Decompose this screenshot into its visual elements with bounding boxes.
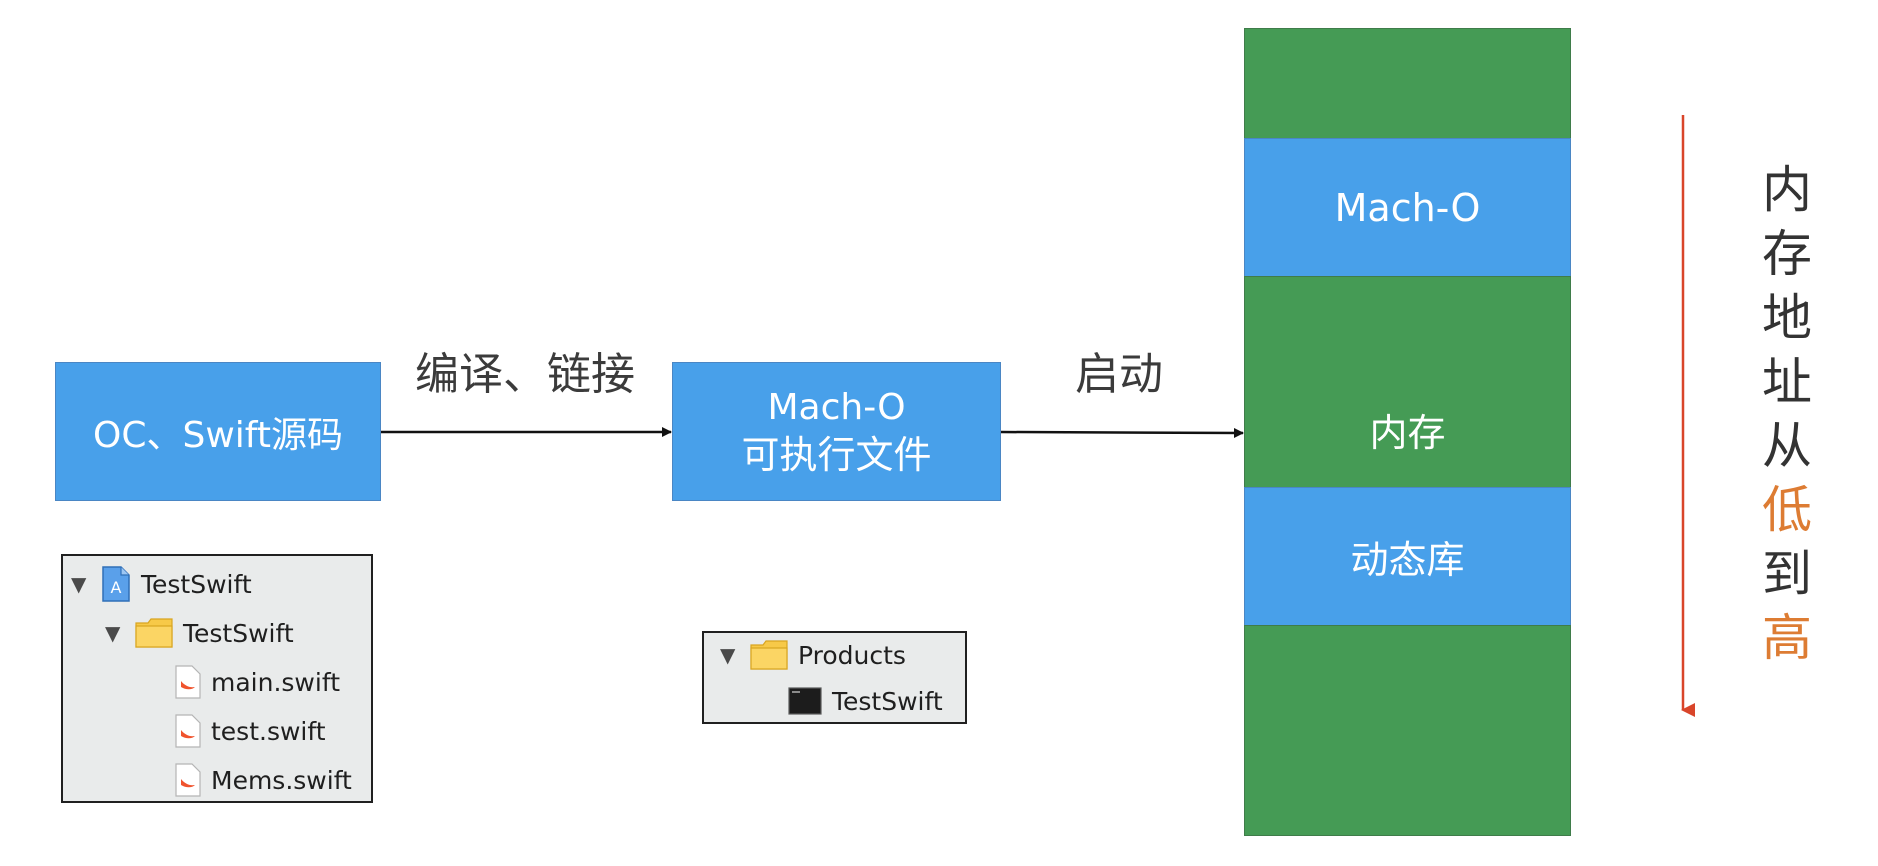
project-navigator: ▼ A TestSwift ▼ TestSwift main.swift tes… [61, 554, 373, 803]
source-code-box: OC、Swift源码 [55, 362, 381, 501]
project-name: TestSwift [141, 569, 252, 599]
address-note-char: 从 [1762, 417, 1812, 475]
file-row[interactable]: Mems.swift [175, 758, 352, 802]
project-row[interactable]: ▼ A TestSwift [71, 562, 252, 606]
memory-bottom-segment [1244, 625, 1571, 836]
swift-file-icon [175, 763, 201, 797]
disclosure-triangle-icon[interactable]: ▼ [105, 621, 121, 645]
address-note-char: 存 [1762, 225, 1812, 283]
macho-memory-label: Mach-O [1334, 185, 1481, 230]
address-direction-note: 内 存 地 址 从 低 到 高 [1752, 158, 1822, 670]
group-row[interactable]: ▼ TestSwift [105, 611, 294, 655]
dylib-label: 动态库 [1350, 538, 1465, 582]
products-group-name: Products [798, 640, 906, 670]
compile-link-label: 编译、链接 [415, 349, 635, 400]
address-note-char: 内 [1762, 161, 1812, 219]
group-name: TestSwift [183, 618, 294, 648]
launch-label: 启动 [1075, 349, 1163, 400]
source-code-label: OC、Swift源码 [93, 414, 343, 456]
address-note-char: 址 [1762, 353, 1812, 411]
dylib-segment: 动态库 [1244, 487, 1571, 626]
svg-text:A: A [111, 578, 122, 597]
disclosure-triangle-icon[interactable]: ▼ [71, 572, 87, 596]
xcode-project-icon: A [102, 566, 130, 602]
products-group-row[interactable]: ▼ Products [720, 633, 906, 677]
memory-label: 内存 [1369, 411, 1446, 455]
terminal-executable-icon [788, 687, 822, 715]
launch-arrow [1000, 427, 1244, 438]
memory-segment: 内存 [1244, 276, 1571, 488]
swift-file-icon [175, 714, 201, 748]
product-row[interactable]: TestSwift [788, 679, 943, 723]
macho-title: Mach-O [767, 386, 906, 428]
address-note-char: 地 [1762, 289, 1812, 347]
file-name: Mems.swift [211, 765, 352, 795]
file-row[interactable]: main.swift [175, 660, 340, 704]
address-note-char-high: 高 [1762, 609, 1812, 667]
memory-top-segment [1244, 28, 1571, 139]
swift-file-icon [175, 665, 201, 699]
products-navigator: ▼ Products TestSwift [702, 631, 967, 724]
folder-icon [135, 618, 173, 648]
file-name: test.swift [211, 716, 326, 746]
address-note-char: 到 [1762, 545, 1812, 603]
folder-icon [750, 640, 788, 670]
macho-subtitle: 可执行文件 [741, 432, 932, 477]
file-row[interactable]: test.swift [175, 709, 326, 753]
address-note-char-low: 低 [1762, 481, 1812, 539]
product-name: TestSwift [832, 686, 943, 716]
file-name: main.swift [211, 667, 340, 697]
disclosure-triangle-icon[interactable]: ▼ [720, 643, 736, 667]
macho-executable-box: Mach-O 可执行文件 [672, 362, 1001, 501]
macho-memory-segment: Mach-O [1244, 138, 1571, 277]
